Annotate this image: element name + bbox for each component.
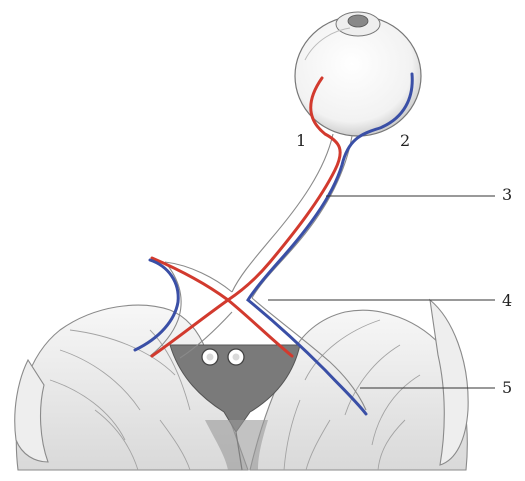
label-2: 2 [400, 131, 410, 150]
pupil [348, 15, 368, 27]
mammillary-dot-right [233, 354, 240, 361]
label-1: 1 [296, 131, 306, 150]
mammillary-dot-left [207, 354, 214, 361]
label-4: 4 [502, 291, 512, 310]
label-5: 5 [502, 378, 512, 397]
label-3: 3 [502, 185, 512, 204]
